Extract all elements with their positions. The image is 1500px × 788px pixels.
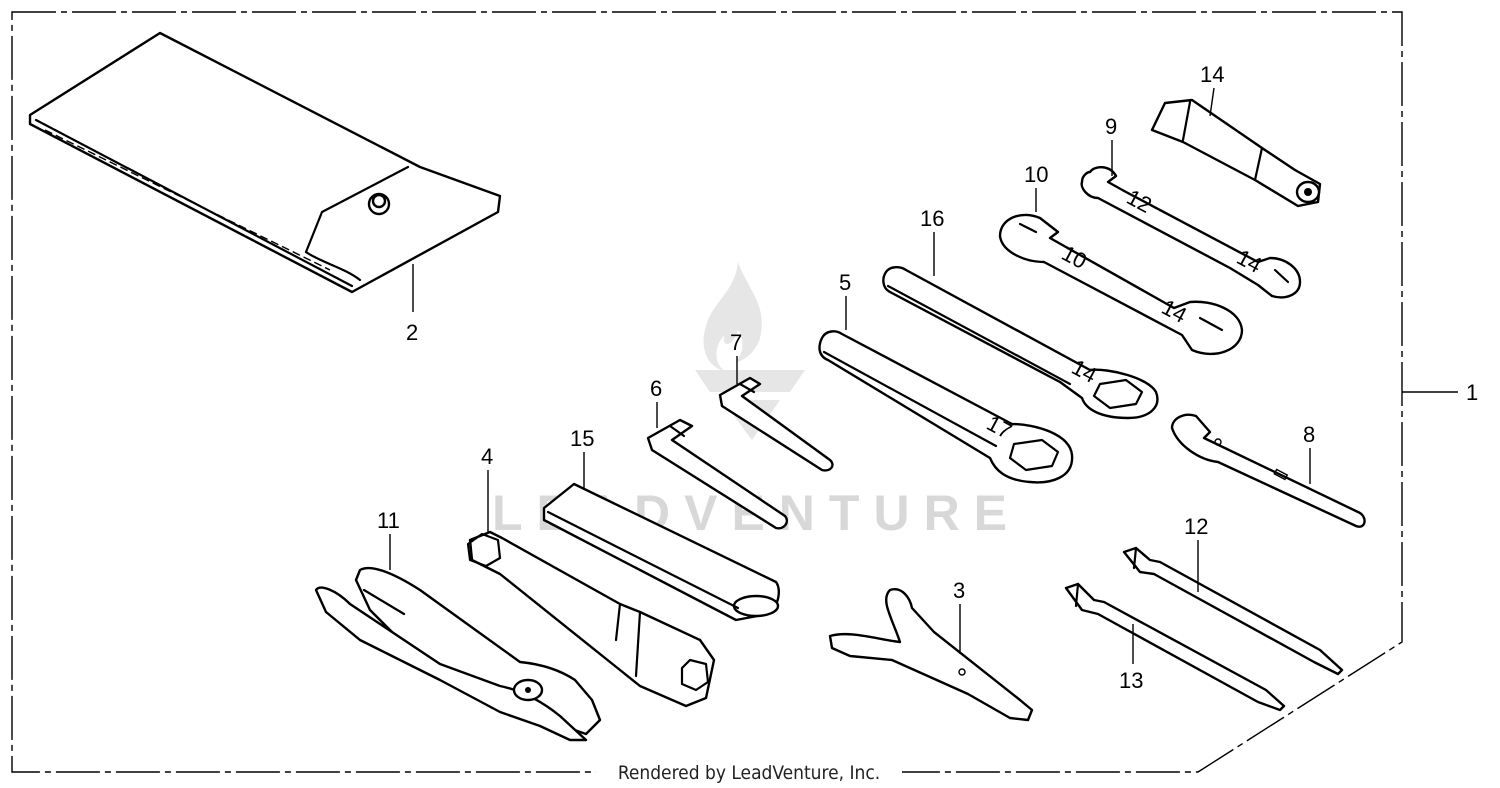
callout-10: 10 <box>1024 162 1048 187</box>
callout-4: 4 <box>481 444 493 469</box>
credit-backdrop <box>596 760 902 784</box>
callout-5: 5 <box>839 270 851 295</box>
spark-plug-socket-4 <box>466 530 716 708</box>
callout-1: 1 <box>1466 380 1478 405</box>
pliers-11 <box>314 566 602 742</box>
hex-key-6 <box>646 418 789 530</box>
callout-labels: 1 2 3 4 5 6 7 8 9 10 11 12 13 14 15 16 <box>377 62 1478 693</box>
callout-11: 11 <box>377 508 400 533</box>
callout-6: 6 <box>650 376 662 401</box>
socket-handle <box>1150 98 1322 208</box>
box-wrench-5: 17 <box>818 330 1074 484</box>
credit-text: Rendered by LeadVenture, Inc. <box>618 762 880 784</box>
wrench-8 <box>1170 413 1366 528</box>
callout-7: 7 <box>730 330 742 355</box>
callout-12: 12 <box>1184 514 1208 539</box>
callout-13: 13 <box>1119 668 1143 693</box>
pin-spanner-3 <box>828 588 1034 722</box>
callout-16: 16 <box>920 206 944 231</box>
callout-8: 8 <box>1303 422 1315 447</box>
callout-3: 3 <box>953 578 965 603</box>
kit-boundary <box>11 11 1403 773</box>
leader-14 <box>1209 87 1215 117</box>
leader-lines <box>389 87 1458 664</box>
screwdriver-12 <box>1122 546 1344 676</box>
callout-15: 15 <box>570 426 594 451</box>
callout-14: 14 <box>1200 62 1224 87</box>
callout-2: 2 <box>406 320 418 345</box>
flat-bar-15 <box>542 482 780 622</box>
tool-bag <box>28 31 502 294</box>
callout-9: 9 <box>1105 114 1117 139</box>
screwdriver-13 <box>1064 582 1286 712</box>
hex-key-7 <box>718 376 834 472</box>
